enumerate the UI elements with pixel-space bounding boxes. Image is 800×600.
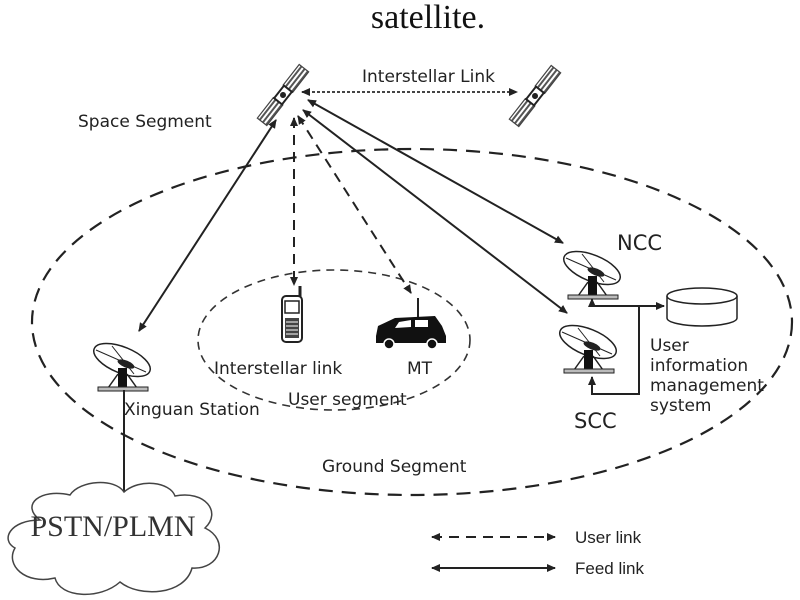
legend-feed-link-label: Feed link <box>575 559 644 578</box>
satellite-dish-icon <box>88 335 156 392</box>
database-icon <box>666 287 738 327</box>
uims-label-line1: User <box>650 336 689 356</box>
handset-label: Interstellar link <box>214 359 342 379</box>
uims-label-line2: information <box>650 356 748 376</box>
vehicle-icon <box>376 298 446 350</box>
ground-segment-label: Ground Segment <box>322 457 467 477</box>
pstn-label: PSTN/PLMN <box>30 510 195 543</box>
ncc-label: NCC <box>617 231 662 255</box>
satellite-icon <box>508 64 562 128</box>
feed-link-scc <box>302 109 568 314</box>
ground-segment-boundary <box>30 147 794 497</box>
uims-label-line4: system <box>650 396 711 416</box>
legend-user-link-label: User link <box>575 528 642 547</box>
uims-label-line3: management <box>650 376 764 396</box>
satellite-dish-icon <box>554 317 622 374</box>
scc-connector <box>591 306 640 395</box>
cloud-icon <box>7 481 221 595</box>
interstellar-link-label: Interstellar Link <box>362 67 495 87</box>
feed-link-xinguan <box>138 119 277 332</box>
user-segment-label: User segment <box>288 390 407 410</box>
user-link-mt <box>297 115 412 294</box>
caption: satellite. <box>371 0 485 36</box>
mobile-phone-icon <box>281 286 303 343</box>
space-segment-label: Space Segment <box>78 112 212 132</box>
legend: User link Feed link <box>431 528 644 578</box>
satellite-icon <box>256 63 310 127</box>
xinguan-station-label: Xinguan Station <box>124 400 260 420</box>
scc-label: SCC <box>574 409 617 433</box>
feed-link-ncc <box>307 99 564 244</box>
satellite-dish-icon <box>558 243 626 300</box>
mt-label: MT <box>407 359 433 379</box>
